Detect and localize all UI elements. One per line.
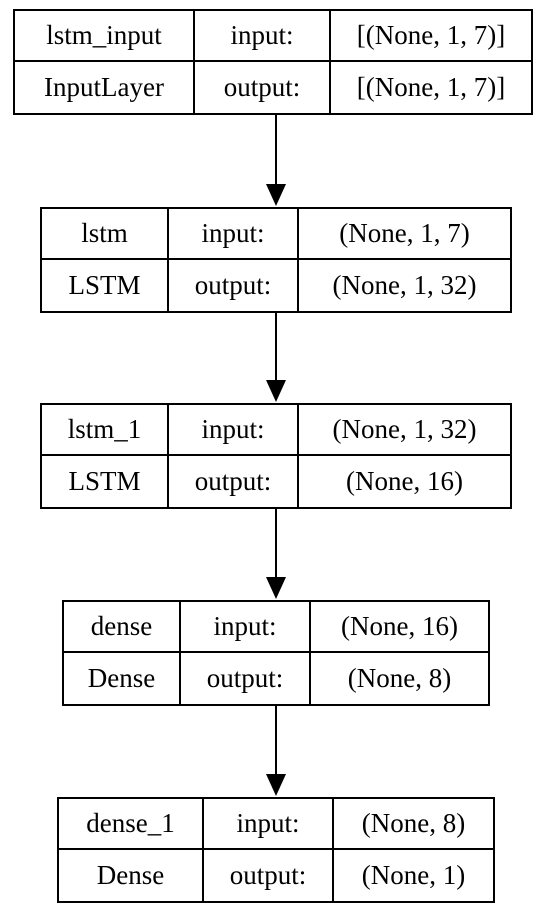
layer-type: LSTM: [42, 456, 169, 507]
output-shape: [(None, 1, 7)]: [356, 72, 506, 102]
layer-name: lstm: [42, 209, 169, 260]
output-shape: (None, 16): [346, 466, 463, 496]
output-label: output:: [195, 62, 331, 113]
layer-node-lstm_input: lstm_input input: [(None, 1, 7)] InputLa…: [13, 9, 533, 115]
layer-name: lstm_1: [42, 405, 169, 456]
output-shape: (None, 8): [347, 663, 452, 693]
output-label: output:: [169, 260, 299, 311]
layer-type: Dense: [59, 850, 204, 901]
layer-type: InputLayer: [15, 62, 195, 113]
layer-node-dense: dense input: (None, 16) Dense output: (N…: [62, 600, 490, 706]
output-label: output:: [204, 850, 334, 901]
layer-type: Dense: [64, 653, 181, 704]
input-label: input:: [169, 209, 299, 260]
layer-name: lstm_input: [15, 11, 195, 62]
input-label: input:: [195, 11, 331, 62]
input-shape: [(None, 1, 7)]: [331, 11, 531, 62]
layer-name: dense_1: [59, 799, 204, 850]
layer-node-dense_1: dense_1 input: (None, 8) Dense output: (…: [57, 797, 495, 903]
output-label: output:: [169, 456, 299, 507]
arrow-dense-to-dense_1: [266, 706, 286, 796]
output-label: output:: [181, 653, 311, 704]
input-label: input:: [204, 799, 334, 850]
arrow-lstm_1-to-dense: [266, 509, 286, 599]
layer-node-lstm_1: lstm_1 input: (None, 1, 32) LSTM output:…: [40, 403, 512, 509]
input-label: input:: [181, 602, 311, 653]
arrowhead-icon: [266, 774, 286, 796]
arrowhead-icon: [266, 184, 286, 206]
input-shape: (None, 1, 7): [299, 209, 510, 260]
layer-type: LSTM: [42, 260, 169, 311]
arrowhead-icon: [266, 380, 286, 402]
output-shape: (None, 1, 32): [332, 270, 477, 300]
arrowhead-icon: [266, 577, 286, 599]
arrow-lstm-to-lstm_1: [266, 313, 286, 402]
output-shape: (None, 1): [361, 860, 466, 890]
layer-node-lstm: lstm input: (None, 1, 7) LSTM output: (N…: [40, 207, 512, 313]
input-label: input:: [169, 405, 299, 456]
layer-name: dense: [64, 602, 181, 653]
input-shape: (None, 1, 32): [299, 405, 510, 456]
input-shape: (None, 8): [334, 799, 493, 850]
input-shape: (None, 16): [311, 602, 488, 653]
arrow-lstm_input-to-lstm: [266, 115, 286, 206]
